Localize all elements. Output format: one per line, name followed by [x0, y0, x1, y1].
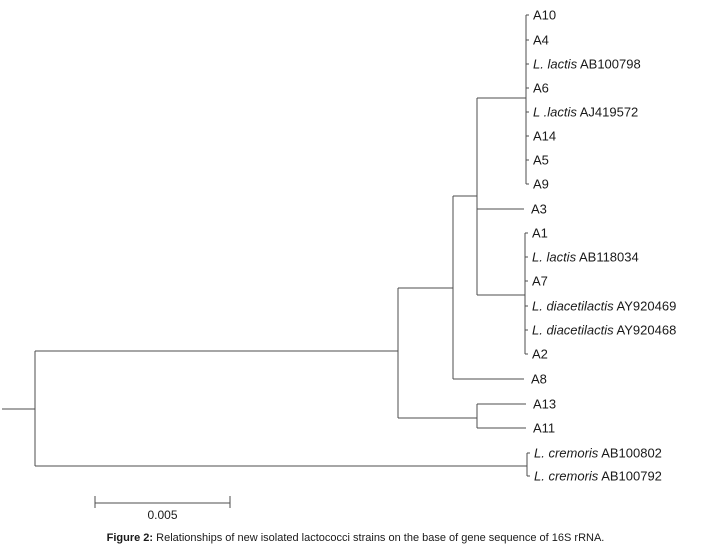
species-name: L. cremoris: [534, 468, 599, 484]
leaf-label-l-lactis-ab118034: L. lactis AB118034: [532, 250, 639, 265]
scale-bar-label: 0.005: [147, 508, 178, 522]
species-name: L. diacetilactis: [532, 322, 614, 338]
caption-figure-number: Figure 2:: [106, 532, 154, 544]
species-name: L .lactis: [533, 104, 577, 120]
leaf-label-a9: A9: [533, 176, 549, 192]
leaf-label-l-lactis-aj419572: L .lactis AJ419572: [533, 105, 638, 120]
species-name: L. lactis: [533, 56, 578, 72]
leaf-label-a4: A4: [533, 32, 549, 48]
species-name: L. lactis: [532, 249, 577, 265]
accession-number: AB100792: [598, 468, 662, 484]
leaf-label-a10: A10: [533, 7, 557, 23]
leaf-label-l-cremoris-ab100792: L. cremoris AB100792: [534, 469, 662, 484]
accession-number: AB118034: [576, 249, 639, 265]
leaf-label-a6: A6: [533, 80, 549, 96]
leaf-label-a5: A5: [533, 152, 549, 168]
caption-text: Relationships of new isolated lactococci…: [153, 532, 605, 544]
leaf-label-a3: A3: [531, 201, 547, 217]
leaf-label-a14: A14: [533, 128, 557, 144]
leaf-label-a13: A13: [533, 396, 557, 412]
leaf-label-l-cremoris-ab100802: L. cremoris AB100802: [534, 446, 662, 461]
species-name: L. cremoris: [534, 445, 599, 461]
leaf-label-l-diacetilactis-ay920468: L. diacetilactis AY920468: [532, 323, 676, 338]
accession-number: AY920468: [613, 322, 677, 338]
accession-number: AJ419572: [576, 104, 639, 120]
leaf-label-l-diacetilactis-ay920469: L. diacetilactis AY920469: [532, 299, 676, 314]
leaf-label-a2: A2: [532, 346, 548, 362]
accession-number: AB100798: [577, 56, 641, 72]
figure-caption: Figure 2: Relationships of new isolated …: [0, 532, 711, 544]
leaf-label-a8: A8: [531, 371, 547, 387]
leaf-label-a7: A7: [532, 273, 548, 289]
leaf-label-a11: A11: [533, 420, 556, 436]
accession-number: AB100802: [598, 445, 662, 461]
leaf-label-a1: A1: [532, 225, 548, 241]
leaf-label-l-lactis-ab100798: L. lactis AB100798: [533, 57, 641, 72]
species-name: L. diacetilactis: [532, 298, 614, 314]
accession-number: AY920469: [613, 298, 677, 314]
